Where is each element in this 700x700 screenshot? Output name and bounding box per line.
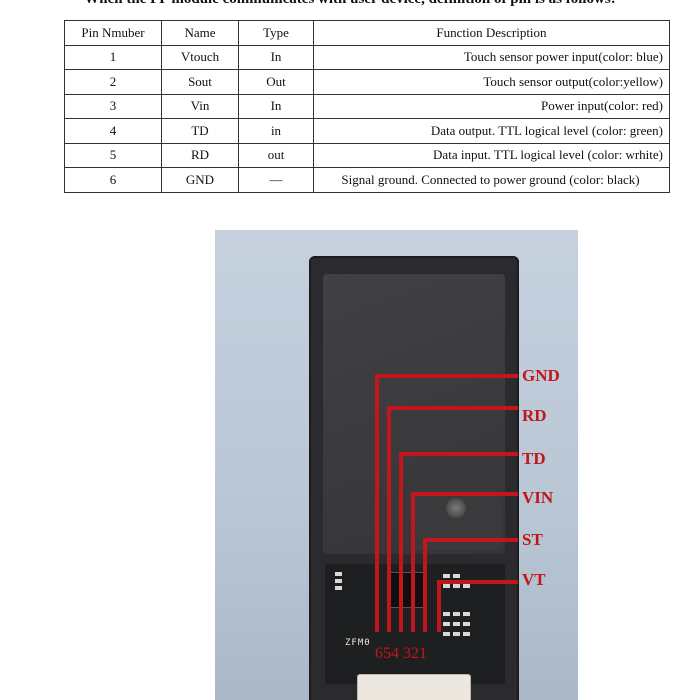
smd-component (443, 632, 450, 636)
fingerprint-module: ZFM0 (309, 256, 519, 700)
header-type: Type (238, 20, 314, 46)
smd-component (453, 622, 460, 626)
smd-component (453, 574, 460, 578)
wire-rd (387, 406, 518, 410)
smd-component (335, 586, 342, 590)
wire-td (399, 452, 518, 456)
cell-function: Signal ground. Connected to power ground… (313, 167, 670, 193)
wire-connector (357, 674, 471, 700)
table-row: 5 RD out Data input. TTL logical level (… (64, 142, 670, 168)
cell-type: Out (238, 69, 314, 95)
header-pin-number: Pin Nmuber (64, 20, 162, 46)
table-header-row: Pin Nmuber Name Type Function Descriptio… (64, 20, 670, 46)
smd-component (453, 612, 460, 616)
cell-type: In (238, 44, 314, 70)
cell-function: Power input(color: red) (313, 93, 670, 119)
cell-name: TD (161, 118, 239, 144)
wire-vin (411, 492, 415, 632)
smd-component (443, 622, 450, 626)
cell-type: out (238, 142, 314, 168)
smd-component (443, 574, 450, 578)
cell-pin-number: 3 (64, 93, 162, 119)
table-row: 6 GND — Signal ground. Connected to powe… (64, 167, 670, 193)
label-rd: RD (522, 406, 547, 425)
table-row: 2 Sout Out Touch sensor output(color:yel… (64, 69, 670, 95)
label-vin: VIN (522, 488, 554, 507)
intro-text: When the FP module communicates with use… (0, 0, 700, 8)
pin-definition-table: Pin Nmuber Name Type Function Descriptio… (64, 20, 670, 193)
label-td: TD (522, 449, 546, 468)
cell-name: GND (161, 167, 239, 193)
smd-component (443, 584, 450, 588)
smd-component (463, 632, 470, 636)
cell-name: RD (161, 142, 239, 168)
cell-type: in (238, 118, 314, 144)
label-vt: VT (522, 570, 546, 589)
pcb-marking: ZFM0 (345, 638, 371, 648)
smd-component (463, 612, 470, 616)
module-photo: ZFM0 GND RD TD VIN ST VT 654 321 (215, 230, 578, 700)
wire-gnd (375, 374, 379, 632)
cell-function: Touch sensor power input(color: blue) (313, 44, 670, 70)
cell-name: Sout (161, 69, 239, 95)
cell-pin-number: 4 (64, 118, 162, 144)
ic-chip (389, 572, 427, 608)
wire-st (423, 538, 427, 632)
wire-vin (411, 492, 518, 496)
smd-component (463, 584, 470, 588)
wire-st (423, 538, 518, 542)
wire-vt (437, 580, 441, 632)
label-st: ST (522, 530, 543, 549)
cell-name: Vin (161, 93, 239, 119)
cell-type: — (238, 167, 314, 193)
table-row: 3 Vin In Power input(color: red) (64, 93, 670, 119)
table-row: 1 Vtouch In Touch sensor power input(col… (64, 44, 670, 70)
screw-icon (446, 498, 466, 518)
header-function: Function Description (313, 20, 670, 46)
wire-rd (387, 406, 391, 632)
cell-pin-number: 2 (64, 69, 162, 95)
cell-function: Data output. TTL logical level (color: g… (313, 118, 670, 144)
cell-function: Touch sensor output(color:yellow) (313, 69, 670, 95)
smd-component (453, 632, 460, 636)
label-gnd: GND (522, 366, 560, 385)
cell-name: Vtouch (161, 44, 239, 70)
smd-component (453, 584, 460, 588)
smd-component (335, 579, 342, 583)
wire-gnd (375, 374, 518, 378)
cell-type: In (238, 93, 314, 119)
cell-function: Data input. TTL logical level (color: wr… (313, 142, 670, 168)
wire-vt (437, 580, 518, 584)
pin-numbers-label: 654 321 (375, 645, 427, 662)
smd-component (335, 572, 342, 576)
cell-pin-number: 6 (64, 167, 162, 193)
smd-component (443, 612, 450, 616)
cell-pin-number: 5 (64, 142, 162, 168)
cell-pin-number: 1 (64, 44, 162, 70)
wire-td (399, 452, 403, 632)
table-row: 4 TD in Data output. TTL logical level (… (64, 118, 670, 144)
smd-component (463, 622, 470, 626)
header-name: Name (161, 20, 239, 46)
